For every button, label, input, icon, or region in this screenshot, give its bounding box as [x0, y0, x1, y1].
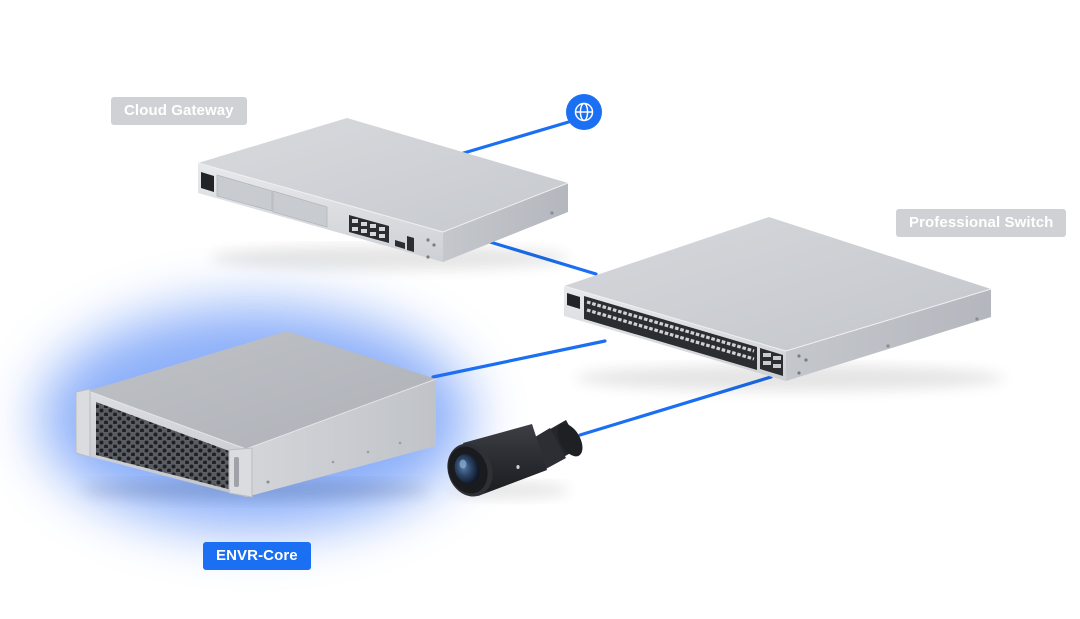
professional-switch-device — [563, 217, 1005, 391]
professional-switch-label: Professional Switch — [896, 209, 1067, 237]
cloud-gateway-label: Cloud Gateway — [111, 97, 247, 125]
link-gateway-internet — [455, 119, 574, 157]
link-envr-switch — [431, 339, 607, 379]
cloud-gateway-device — [197, 118, 570, 270]
bullet-camera-device — [447, 420, 583, 498]
globe-icon — [574, 102, 594, 122]
envr-core-label: ENVR-Core — [203, 542, 311, 570]
internet-node — [566, 94, 602, 130]
envr-core-device — [40, 306, 470, 530]
